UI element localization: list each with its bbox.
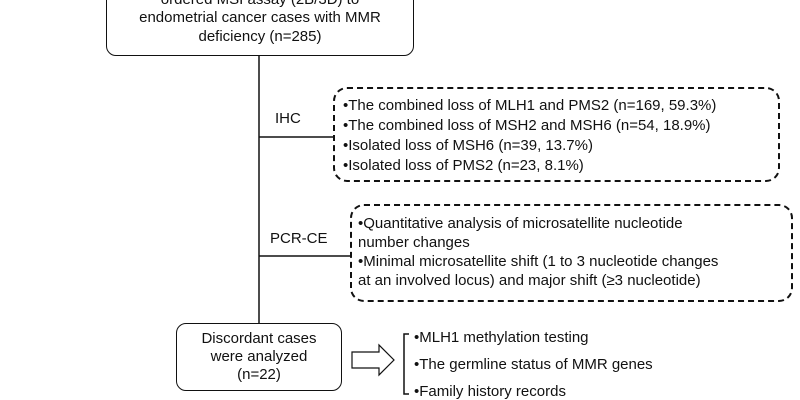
analysis-item: •Family history records <box>414 383 566 400</box>
analysis-bracket <box>403 333 409 395</box>
cohort-line-1: ordered MSI assay (2B/3D) to <box>107 0 413 9</box>
ihc-item: •Isolated loss of MSH6 (n=39, 13.7%) <box>343 137 593 154</box>
discordant-line-2: were analyzed <box>210 348 308 365</box>
discordant-line-1: Discordant cases <box>201 330 317 347</box>
hollow-right-arrow <box>351 343 395 377</box>
pcr-ce-line: •Minimal microsatellite shift (1 to 3 nu… <box>358 253 719 270</box>
cohort-box: ordered MSI assay (2B/3D) to endometrial… <box>106 0 414 56</box>
ihc-item: •Isolated loss of PMS2 (n=23, 8.1%) <box>343 157 584 174</box>
pcr-ce-line: at an involved locus) and major shift (≥… <box>358 272 701 289</box>
ihc-label: IHC <box>271 110 305 128</box>
cohort-line-2: endometrial cancer cases with MMR <box>139 9 381 26</box>
analysis-item: •MLH1 methylation testing <box>414 329 589 346</box>
ihc-item: •The combined loss of MLH1 and PMS2 (n=1… <box>343 97 717 114</box>
pcr-ce-methods-box: •Quantitative analysis of microsatellite… <box>350 204 793 302</box>
discordant-line-3: (n=22) <box>237 366 281 383</box>
pcr-ce-label: PCR-CE <box>266 230 332 248</box>
analysis-item: •The germline status of MMR genes <box>414 356 653 373</box>
ihc-results-box: •The combined loss of MLH1 and PMS2 (n=1… <box>333 87 780 182</box>
discordant-cases-box: Discordant cases were analyzed (n=22) <box>176 323 342 391</box>
pcr-ce-line: number changes <box>358 234 470 251</box>
cohort-line-3: deficiency (n=285) <box>198 27 322 45</box>
analysis-list: •MLH1 methylation testing •The germline … <box>414 324 653 400</box>
ihc-item: •The combined loss of MSH2 and MSH6 (n=5… <box>343 117 711 134</box>
pcr-ce-line: •Quantitative analysis of microsatellite… <box>358 215 683 232</box>
